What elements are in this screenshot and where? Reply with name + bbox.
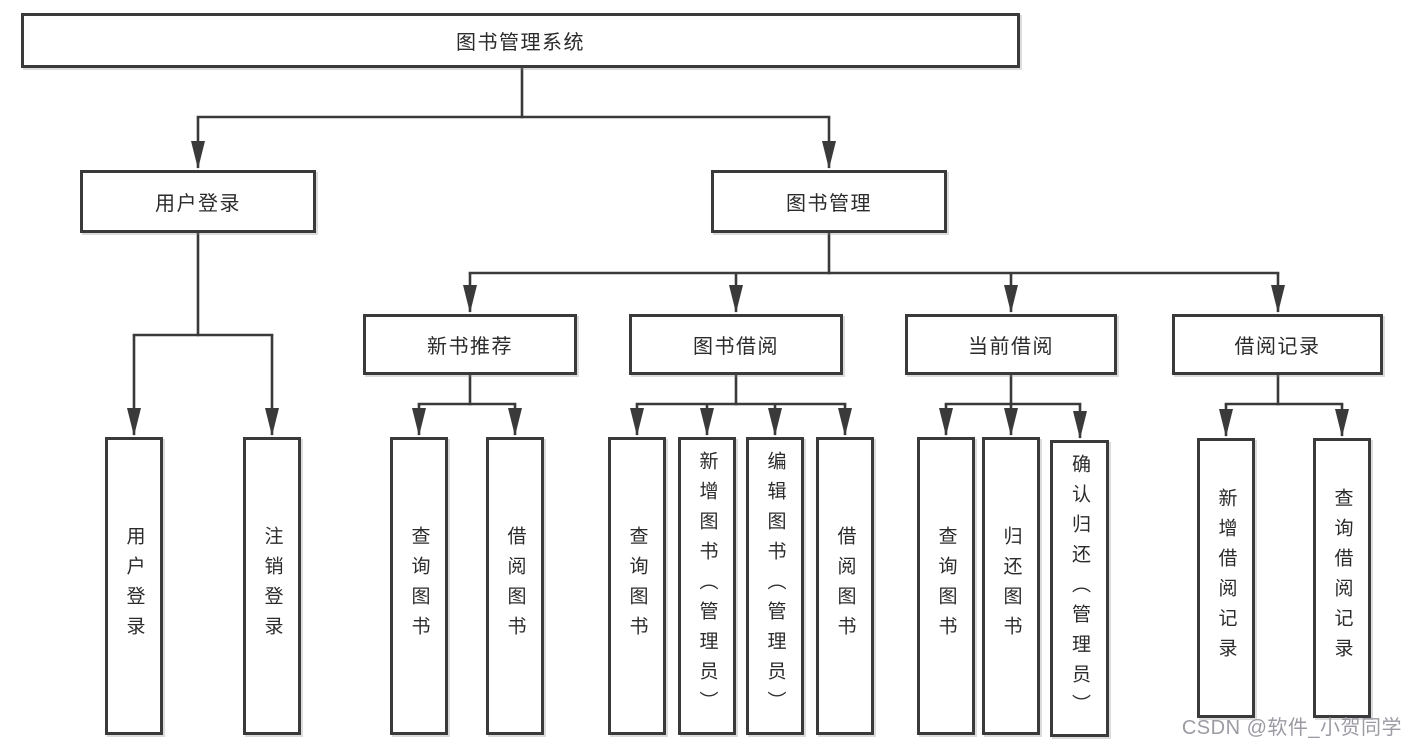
leaf-label: 新增图书（管理员） <box>696 451 718 721</box>
leaf-label: 归还图书 <box>1000 526 1022 646</box>
node-label: 图书管理 <box>786 193 872 215</box>
leaf-label: 查询图书 <box>935 526 957 646</box>
leaf-logout: 注销登录 <box>243 437 301 735</box>
node-book-management: 图书管理 <box>711 170 947 233</box>
leaf-label: 借阅图书 <box>504 526 526 646</box>
node-label: 当前借阅 <box>968 336 1054 358</box>
node-label: 图书借阅 <box>693 336 779 358</box>
leaf-confirm-return-admin: 确认归还（管理员） <box>1050 440 1109 737</box>
node-label: 用户登录 <box>155 193 241 215</box>
leaf-add-books-admin: 新增图书（管理员） <box>678 437 736 735</box>
leaf-label: 查询图书 <box>626 526 648 646</box>
node-new-book-recommend: 新书推荐 <box>363 314 577 375</box>
watermark: CSDN @软件_小贺同学 <box>1181 717 1402 739</box>
leaf-borrow-books: 借阅图书 <box>486 437 544 735</box>
leaf-query-books: 查询图书 <box>608 437 666 735</box>
leaf-label: 确认归还（管理员） <box>1069 453 1090 724</box>
leaf-query-borrow-record: 查询借阅记录 <box>1313 438 1371 718</box>
leaf-edit-books-admin: 编辑图书（管理员） <box>746 437 804 735</box>
leaf-label: 新增借阅记录 <box>1215 488 1237 668</box>
leaf-user-login: 用户登录 <box>105 437 163 735</box>
leaf-label: 借阅图书 <box>834 526 856 646</box>
node-book-borrow: 图书借阅 <box>629 314 843 375</box>
node-library-system: 图书管理系统 <box>21 13 1020 68</box>
leaf-borrow-books: 借阅图书 <box>816 437 874 735</box>
node-borrow-records: 借阅记录 <box>1172 314 1383 375</box>
leaf-label: 查询借阅记录 <box>1331 488 1353 668</box>
leaf-label: 查询图书 <box>408 526 430 646</box>
leaf-label: 编辑图书（管理员） <box>764 451 786 721</box>
leaf-query-books: 查询图书 <box>917 437 975 735</box>
node-user-login: 用户登录 <box>80 170 316 233</box>
node-current-borrow: 当前借阅 <box>905 314 1117 375</box>
node-label: 借阅记录 <box>1234 336 1321 358</box>
node-label: 图书管理系统 <box>456 32 585 54</box>
node-label: 新书推荐 <box>427 336 513 358</box>
leaf-add-borrow-record: 新增借阅记录 <box>1197 438 1255 718</box>
leaf-label: 注销登录 <box>261 526 283 646</box>
leaf-label: 用户登录 <box>123 526 145 646</box>
leaf-return-books: 归还图书 <box>982 437 1040 735</box>
leaf-query-books: 查询图书 <box>390 437 448 735</box>
